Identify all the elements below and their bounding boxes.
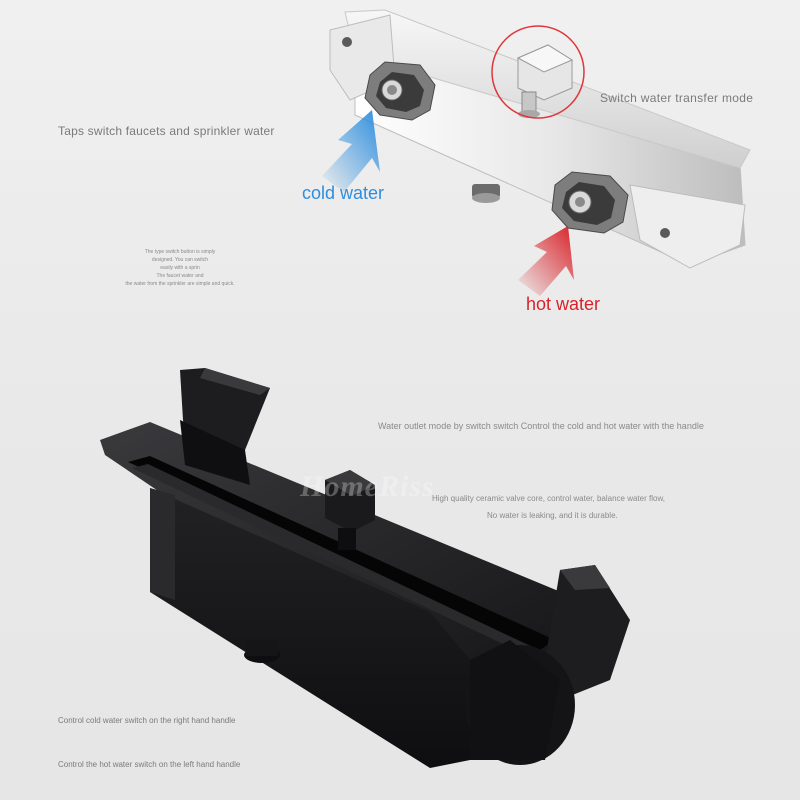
switch-description: The type switch button is simply designe… [110, 248, 250, 288]
spout-stub [472, 184, 500, 203]
hot-switch-label: Control the hot water switch on the left… [58, 760, 241, 769]
switch-description-line: The faucet water and [156, 273, 204, 279]
black-faucet [100, 368, 630, 768]
cold-inlet-connector [364, 61, 436, 121]
chrome-faucet [329, 9, 751, 269]
hot-water-label: hot water [526, 294, 601, 314]
hot-inlet-connector [551, 171, 629, 234]
switch-description-line: the water from the sprinkler are simple … [125, 281, 235, 287]
diverter-knob [516, 44, 574, 118]
watermark-logo: HomeRiss [300, 470, 435, 503]
taps-switch-label: Taps switch faucets and sprinkler water [58, 124, 275, 138]
cold-water-label: cold water [302, 183, 385, 203]
hot-water-arrow-icon [518, 226, 574, 296]
switch-description-line: designed. You can switch [151, 257, 209, 263]
cold-switch-label: Control cold water switch on the right h… [58, 716, 236, 725]
no-leak-label: No water is leaking, and it is durable. [487, 511, 618, 520]
highlight-circle [491, 25, 585, 119]
black-diverter-knob [325, 470, 375, 550]
switch-description-line: The type switch button is simply [144, 249, 216, 255]
cold-water-arrow-icon [322, 110, 380, 192]
left-handle [180, 368, 270, 485]
switch-description-line: easily with a sprin [160, 265, 200, 271]
outlet-mode-label: Water outlet mode by switch switch Contr… [378, 421, 704, 431]
right-handle [465, 565, 630, 765]
valve-core-label: High quality ceramic valve core, control… [432, 494, 665, 503]
switch-mode-label: Switch water transfer mode [600, 91, 754, 105]
